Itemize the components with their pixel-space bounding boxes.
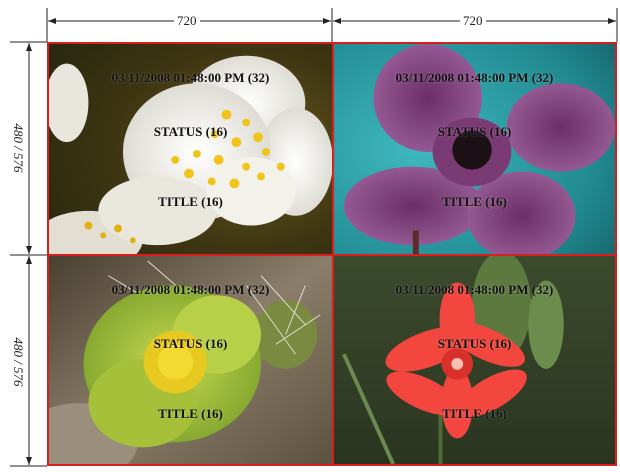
- height-label-bottom: 480 / 576: [11, 329, 25, 395]
- status-overlay: STATUS (16): [334, 124, 615, 140]
- title-overlay: TITLE (16): [49, 406, 332, 422]
- title-overlay: TITLE (16): [49, 194, 332, 210]
- timestamp-overlay: 03/11/2008 01:48:00 PM (32): [334, 70, 615, 86]
- timestamp-overlay: 03/11/2008 01:48:00 PM (32): [49, 70, 332, 86]
- width-label-left: 720: [174, 14, 200, 28]
- height-label-top: 480 / 576: [11, 115, 25, 181]
- video-tile-1[interactable]: 03/11/2008 01:48:00 PM (32) STATUS (16) …: [47, 42, 334, 256]
- timestamp-overlay: 03/11/2008 01:48:00 PM (32): [334, 282, 615, 298]
- video-tile-3[interactable]: 03/11/2008 01:48:00 PM (32) STATUS (16) …: [47, 254, 334, 466]
- quad-video-grid: 03/11/2008 01:48:00 PM (32) STATUS (16) …: [47, 42, 617, 466]
- title-overlay: TITLE (16): [334, 194, 615, 210]
- status-overlay: STATUS (16): [49, 336, 332, 352]
- title-overlay: TITLE (16): [334, 406, 615, 422]
- status-overlay: STATUS (16): [49, 124, 332, 140]
- width-label-right: 720: [460, 14, 486, 28]
- video-tile-2[interactable]: 03/11/2008 01:48:00 PM (32) STATUS (16) …: [332, 42, 617, 256]
- video-tile-4[interactable]: 03/11/2008 01:48:00 PM (32) STATUS (16) …: [332, 254, 617, 466]
- status-overlay: STATUS (16): [334, 336, 615, 352]
- timestamp-overlay: 03/11/2008 01:48:00 PM (32): [49, 282, 332, 298]
